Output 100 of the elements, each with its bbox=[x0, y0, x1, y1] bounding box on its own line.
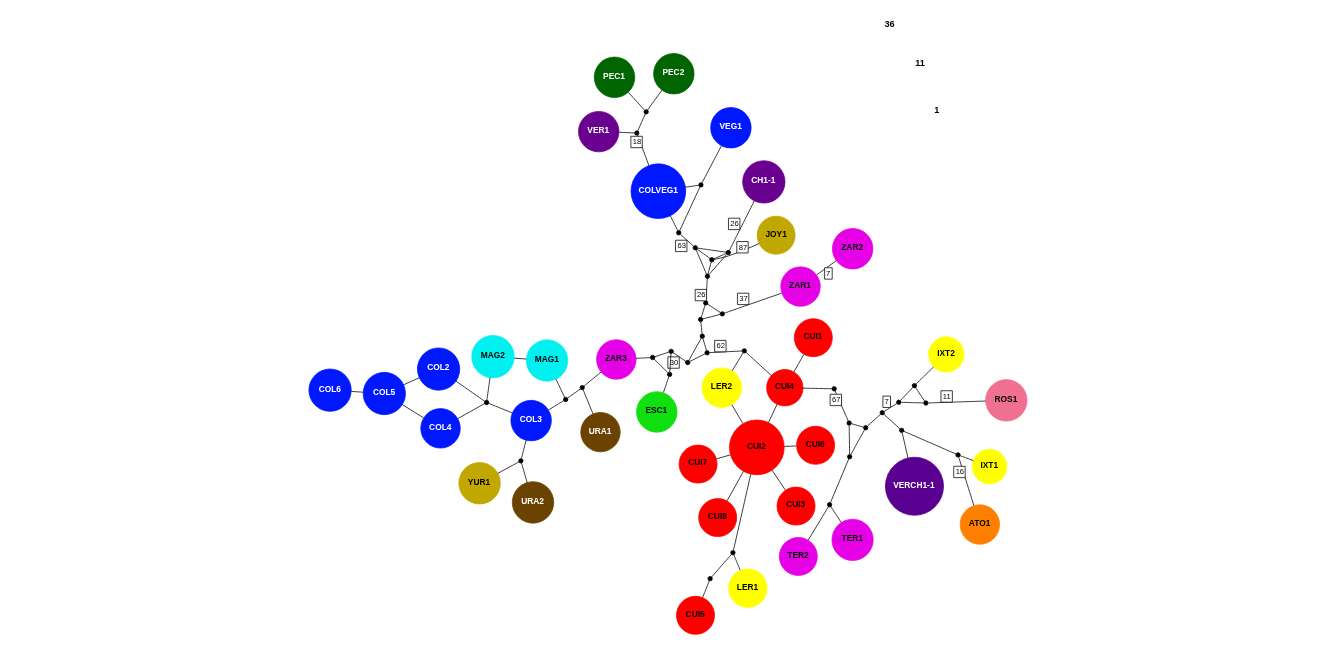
connector bbox=[646, 89, 662, 111]
node-circle bbox=[684, 359, 690, 366]
node-circle bbox=[954, 452, 961, 458]
connector bbox=[636, 134, 649, 166]
connector bbox=[702, 314, 720, 320]
node-circle: MAG1 bbox=[525, 339, 568, 382]
connector bbox=[707, 261, 712, 275]
edge-label: 16 bbox=[955, 467, 964, 477]
connector bbox=[899, 387, 913, 401]
node-circle: CH1-1 bbox=[741, 160, 785, 204]
connector bbox=[731, 404, 743, 424]
node-circle bbox=[692, 245, 698, 251]
node-circle: ATO1 bbox=[959, 504, 1000, 545]
label: 1 bbox=[933, 105, 939, 116]
node-circle: TER1 bbox=[831, 518, 874, 561]
connector bbox=[695, 249, 707, 275]
connector bbox=[901, 432, 908, 459]
node-circle bbox=[729, 550, 735, 556]
connector bbox=[726, 470, 744, 502]
connector bbox=[783, 445, 796, 447]
node-circle: CUI4 bbox=[765, 369, 803, 407]
node-circle bbox=[708, 257, 714, 263]
connector bbox=[635, 357, 651, 359]
connector bbox=[767, 403, 777, 423]
node-circle: ZAR3 bbox=[595, 339, 636, 380]
connector bbox=[487, 402, 513, 414]
connector bbox=[688, 353, 705, 362]
node-circle: JOY1 bbox=[756, 215, 795, 255]
node-circle bbox=[719, 311, 725, 317]
connector bbox=[402, 377, 420, 386]
node-circle: CUI7 bbox=[678, 444, 717, 484]
node-circle bbox=[862, 425, 868, 431]
connector bbox=[710, 554, 732, 578]
connector bbox=[457, 403, 485, 419]
node-circle: URA1 bbox=[579, 412, 621, 453]
connector bbox=[696, 248, 710, 259]
connector bbox=[731, 352, 743, 372]
connector bbox=[701, 580, 710, 598]
node-circle: LER1 bbox=[727, 568, 767, 608]
connector bbox=[815, 260, 837, 276]
node-circle bbox=[483, 399, 489, 406]
edge-label: 63 bbox=[676, 241, 686, 251]
node-circle: MAG2 bbox=[470, 335, 515, 379]
connector bbox=[732, 554, 741, 571]
connector bbox=[829, 506, 842, 523]
connector bbox=[547, 400, 564, 411]
node-circle: ESC1 bbox=[635, 391, 677, 433]
connector bbox=[687, 337, 702, 361]
node-circle: COL6 bbox=[308, 368, 352, 412]
connector bbox=[702, 338, 707, 351]
connector bbox=[696, 247, 727, 253]
node-circle: PEC2 bbox=[652, 53, 694, 95]
connector bbox=[701, 145, 722, 184]
node-circle bbox=[702, 300, 708, 306]
connector bbox=[350, 391, 364, 393]
edge-label: 26 bbox=[696, 290, 706, 300]
node-circle bbox=[898, 427, 904, 433]
node-circle: VEG1 bbox=[709, 107, 751, 149]
node-circle: ZAR2 bbox=[831, 228, 873, 270]
connector bbox=[771, 469, 786, 491]
connector bbox=[662, 376, 669, 393]
label: 36 bbox=[883, 18, 895, 29]
connector bbox=[513, 357, 527, 360]
connector bbox=[679, 233, 694, 247]
connector bbox=[520, 462, 528, 483]
connector bbox=[700, 304, 705, 318]
node-circle bbox=[846, 454, 852, 460]
node-circle bbox=[846, 420, 852, 426]
connector bbox=[706, 303, 721, 313]
node-circle: CUI8 bbox=[697, 498, 737, 537]
node-circle: LER2 bbox=[701, 367, 742, 408]
node-circle: ROS1 bbox=[984, 379, 1027, 422]
node-circle bbox=[741, 348, 747, 354]
node-circle bbox=[697, 316, 703, 323]
connector bbox=[583, 371, 601, 387]
node-circle: VERCH1-1 bbox=[884, 456, 944, 516]
connector bbox=[653, 358, 668, 373]
connector bbox=[678, 186, 700, 232]
connector bbox=[792, 354, 804, 373]
node-circle: CUI3 bbox=[776, 486, 815, 526]
connector bbox=[807, 506, 829, 541]
connector bbox=[927, 400, 986, 404]
edge-label: 87 bbox=[738, 242, 747, 252]
edge-label: 18 bbox=[632, 137, 641, 147]
node-circle: COL3 bbox=[510, 399, 552, 442]
node-circle bbox=[517, 458, 523, 464]
node-circle bbox=[911, 383, 917, 389]
node-circle: YUR1 bbox=[458, 462, 501, 505]
connector bbox=[401, 404, 424, 419]
connector bbox=[582, 389, 593, 415]
connector bbox=[712, 253, 727, 260]
node-circle: URA2 bbox=[511, 481, 554, 524]
connector bbox=[555, 378, 565, 398]
connector bbox=[636, 113, 646, 132]
node-circle bbox=[562, 396, 568, 402]
connector bbox=[566, 388, 581, 399]
node-circle bbox=[707, 576, 713, 582]
connector bbox=[455, 380, 485, 402]
node-circle bbox=[826, 502, 832, 508]
node-circle bbox=[704, 350, 710, 356]
